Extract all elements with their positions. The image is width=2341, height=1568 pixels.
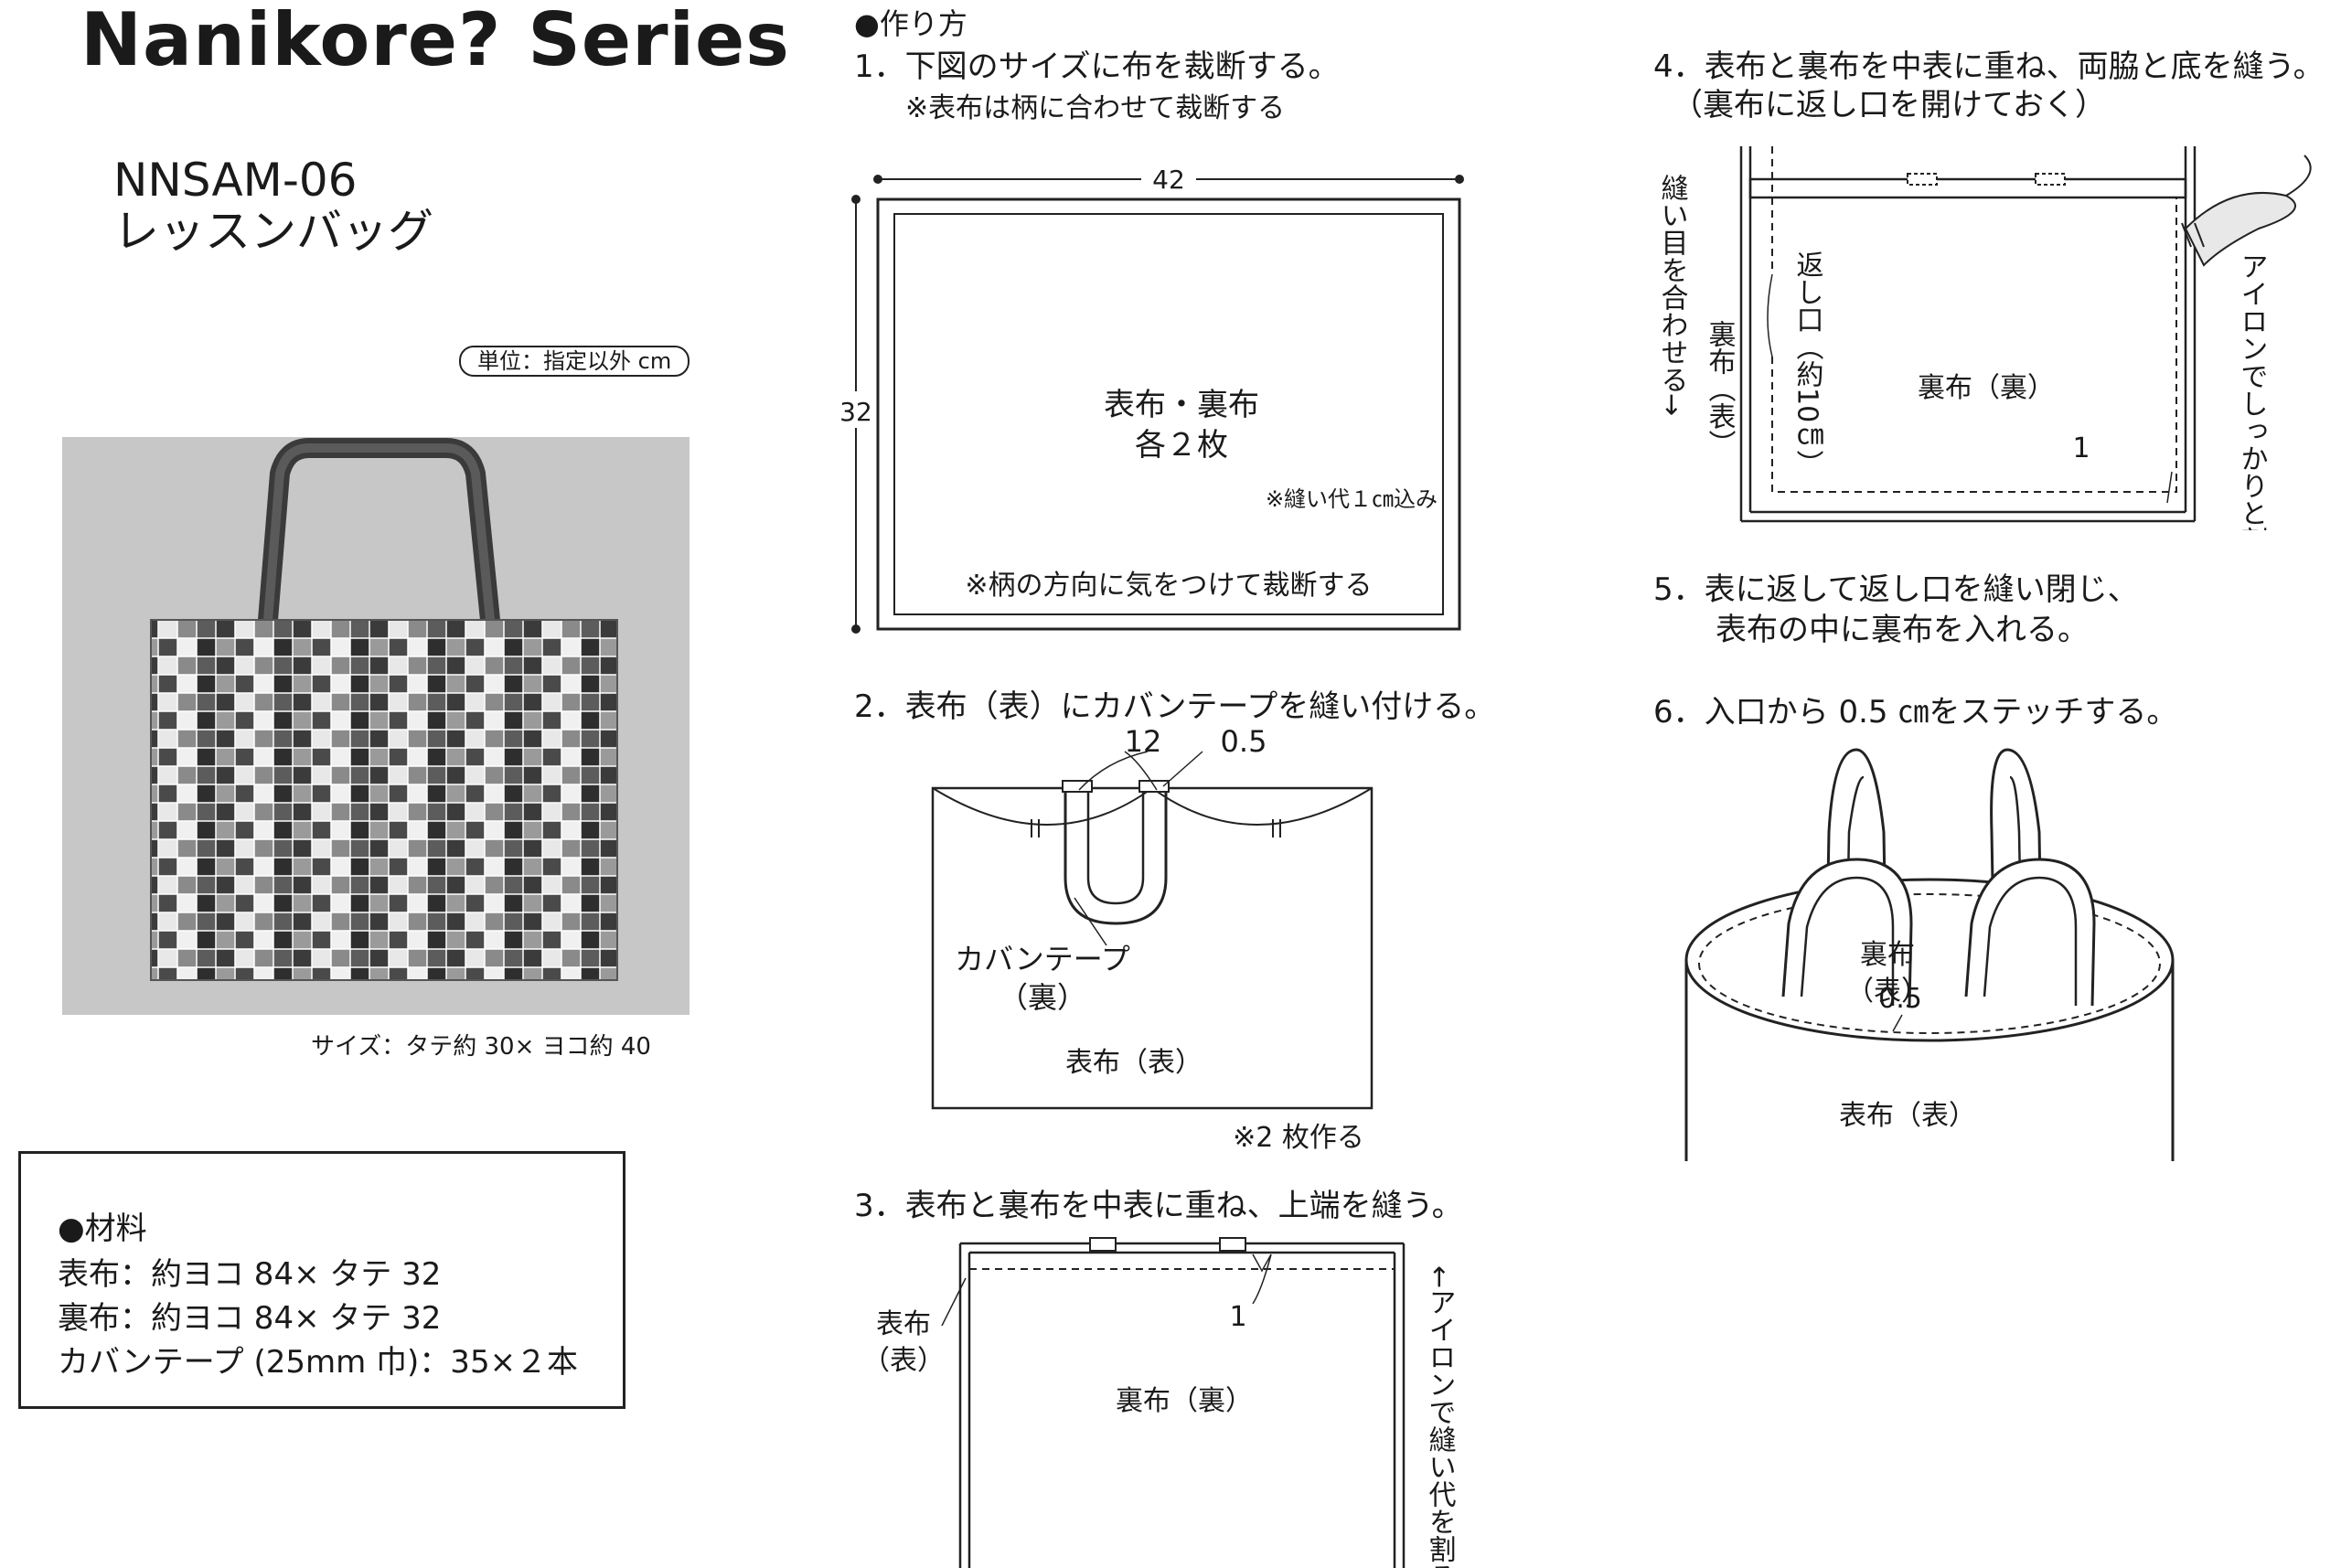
dim-05: 0.5 (1878, 983, 1922, 1015)
outer-label: 表布（表） (1839, 1100, 1976, 1132)
bag-tape (1064, 784, 1168, 925)
materials-heading: ●材料 (58, 1211, 147, 1247)
step3-diagram: 表布 （表） 1 裏布（裏） ←アイロンで縫い代を割る (869, 1237, 1457, 1568)
tape-label-1: カバンテープ (955, 942, 1130, 976)
front-handle (1781, 858, 1913, 1007)
outer-label: 裏布（表） (1704, 320, 1737, 457)
instructions-heading: ●作り方 (854, 6, 967, 41)
bag-opening (1684, 878, 2175, 1042)
unit-note: 単位：指定以外 cm (459, 346, 690, 377)
step4-diagram: 縫い目を合わせる→ 裏布（表） 返し口（約10㎝） 裏布（裏） 1 アイロンでし… (1656, 146, 2312, 530)
make-two-note: ※2 枚作る (1233, 1122, 1364, 1154)
bag-photo (62, 437, 689, 1015)
cut-panel-inner (893, 213, 1444, 615)
step6-diagram: 裏布 （表） 0.5 表布（表） (1684, 748, 2175, 1161)
step5-text-1: 5．表に返して返し口を縫い閉じ、 (1653, 571, 2139, 608)
step6-text: 6．入口から 0.5 ㎝をステッチする。 (1653, 694, 2178, 731)
product-code: NNSAM-06 (113, 154, 358, 207)
series-title: Nanikore? Series (80, 0, 790, 82)
dim-12: 12 (1125, 724, 1162, 759)
step2-text: 2．表布（表）にカバンテープを縫い付ける。 (854, 688, 1496, 725)
cut-panel-outer (876, 197, 1461, 631)
outer-label-1: 表布 (876, 1308, 931, 1340)
step3-text: 3．表布と裏布を中表に重ね、上端を縫う。 (854, 1188, 1463, 1224)
panel-label-1: 表布・裏布 (1104, 387, 1259, 423)
seam-note: ※縫い代１㎝込み (1266, 486, 1438, 512)
iron-note: ←アイロンで縫い代を割る (1424, 1265, 1457, 1568)
lining-label-2: （表） (1846, 976, 1929, 1008)
iron-note: アイロンでしっかりと割る (2236, 252, 2268, 530)
dim-width: 42 (1152, 165, 1185, 195)
lining-label: 裏布（裏） (1918, 372, 2055, 404)
size-caption: サイズ：タテ約 30× ヨコ約 40 (311, 1033, 651, 1061)
material-item: 表布：約ヨコ 84× タテ 32 (58, 1256, 442, 1293)
step4-subnote: （裏布に返し口を開けておく） (1672, 87, 2106, 123)
bag-illustration (150, 438, 618, 981)
step5-text-2: 表布の中に裏布を入れる。 (1716, 612, 2089, 648)
direction-note: ※柄の方向に気をつけて裁断する (965, 570, 1372, 602)
dim-1: 1 (2072, 432, 2090, 464)
bag-handle (258, 438, 500, 622)
product-name: レッスンバッグ (113, 205, 433, 258)
dim-1: 1 (1229, 1301, 1246, 1333)
materials-box: ●材料 表布：約ヨコ 84× タテ 32 裏布：約ヨコ 84× タテ 32 カバ… (18, 1151, 625, 1409)
lining-label: 裏布（裏） (1116, 1385, 1253, 1417)
seam-match-label: 縫い目を合わせる→ (1656, 174, 1688, 416)
opening-label: 返し口（約10㎝） (1791, 251, 1824, 477)
dim-05: 0.5 (1221, 724, 1267, 759)
tape-label-2: （裏） (999, 980, 1086, 1015)
iron-icon (2184, 192, 2296, 267)
step1-diagram: 42 32 表布・裏布 各２枚 ※縫い代１㎝込み ※柄の方向に気をつけて裁断する (839, 165, 1464, 634)
step1-subnote: ※表布は柄に合わせて裁断する (905, 92, 1286, 124)
step4-text: 4．表布と裏布を中表に重ね、両脇と底を縫う。 (1653, 48, 2325, 85)
material-item: 裏布：約ヨコ 84× タテ 32 (58, 1300, 442, 1337)
panel-label-2: 各２枚 (1135, 427, 1228, 464)
dim-height: 32 (839, 397, 872, 427)
lining-label-1: 裏布 (1860, 939, 1915, 971)
step1-text: 1．下図のサイズに布を裁断する。 (854, 48, 1340, 85)
material-item: カバンテープ (25mm 巾)：35×２本 (58, 1344, 579, 1381)
outer-label-2: （表） (869, 1345, 945, 1377)
bag-body (150, 619, 618, 981)
back-handle (1825, 748, 1887, 943)
step2-diagram: 12 0.5 カバンテープ （裏） 表布（表） ※2 枚作る (931, 724, 1374, 1154)
fabric-label: 表布（表） (1065, 1047, 1203, 1079)
